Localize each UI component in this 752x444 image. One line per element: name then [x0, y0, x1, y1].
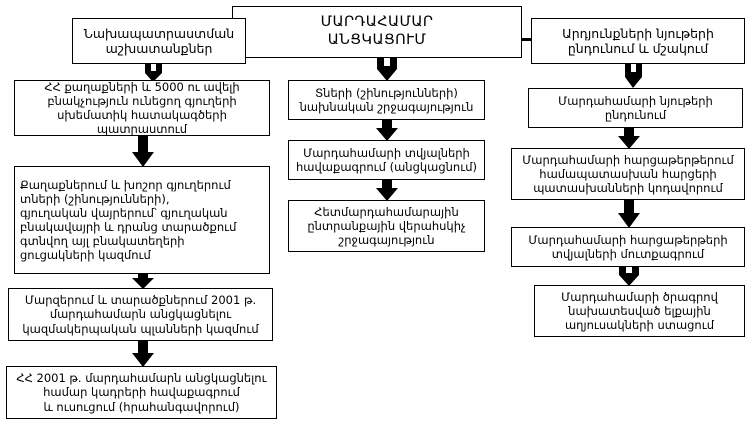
output-tables-line-1: Մարդահամարի ծրագրով [561, 289, 718, 304]
sketch-plans-line-3: սխեմատիկ հատակագծերի [57, 108, 227, 122]
preparation-works-box: Նախապատրաստման աշխատանքներ [72, 18, 246, 64]
census-data-collection-box: Մարդահամարի տվյալների հավաքագրում (անցկա… [288, 140, 485, 180]
sketch-plans-line-4: պատրաստում [96, 122, 188, 137]
sketch-plans-of-cities-box: ՀՀ քաղաքների և 5000 ու ավելի բնակչությու… [14, 80, 270, 136]
codes-assignment-line-3: պատասխանների կոդավորում [533, 181, 723, 195]
house-lists-line-6: ցուցակների կազմում [20, 248, 151, 263]
selective-check-line-2: ընտրանքային վերահսկիչ [307, 218, 466, 233]
connector-title-to-right-header [518, 28, 534, 52]
arrow-prelim-rounds-to-data-collection [374, 119, 400, 142]
title-line-2: ԱՆՑԿԱՑՈՒՄ [327, 32, 427, 48]
census-processing-title-box: ՄԱՐԴԱՀԱՄԱՐ ԱՆՑԿԱՑՈՒՄ [232, 6, 522, 58]
house-lists-line-5: գտնվող այլ բնակատեղերի [20, 234, 185, 249]
staff-training-line-2: համար կադրերի հավաքագրում [43, 385, 240, 400]
staff-training-line-1: ՀՀ 2001 թ. մարդահամարն անցկացնելու [16, 371, 267, 386]
results-materials-processing-box: Արդյունքների նյութերի ընդունում և մշակու… [531, 18, 745, 64]
org-plans-line-2: մարդահամարն անցկացնելու [49, 307, 232, 322]
output-tables-line-3: աղյուսակների ստացում [564, 318, 715, 332]
arrow-title-to-preliminary-rounds [372, 54, 402, 82]
data-collection-line-2: հավաքագրում (անցկացնում) [296, 160, 477, 174]
selective-check-line-1: Հետմարդահամարային [314, 204, 459, 219]
arrow-house-lists-to-org-plans [130, 272, 156, 290]
arrow-codes-to-data-entry [616, 199, 642, 229]
arrow-data-entry-to-output-tables [614, 266, 644, 287]
selective-check-line-3: շրջագայություն [338, 233, 435, 247]
codes-assignment-line-2: համապատասխան հարցերի [539, 166, 717, 181]
arrow-materials-reception-to-codes [616, 127, 642, 150]
staff-training-line-3: և ուսուցում (հրահանգավորում) [43, 399, 240, 414]
house-lists-line-1: Քաղաքներում և խոշոր գյուղերում [20, 177, 231, 192]
sketch-plans-line-2: բնակչություն ունեցող գյուղերի [47, 93, 237, 108]
org-plans-line-1: Մարզերում և տարածքներում 2001 թ. [24, 293, 257, 308]
house-lists-line-4: բնակավայրի և դրանց տարածքում [20, 220, 237, 234]
title-line-1: ՄԱՐԴԱՀԱՄԱՐ [320, 14, 434, 31]
staff-recruitment-training-box: ՀՀ 2001 թ. մարդահամարն անցկացնելու համար… [6, 366, 277, 419]
materials-reception-line-2: ընդունում [604, 108, 667, 122]
house-lists-line-3: գյուղական վայրերում՝ գյուղական [20, 205, 228, 220]
census-program-output-tables-box: Մարդահամարի ծրագրով նախատեսված ելքային ա… [534, 285, 745, 337]
preparation-works-line-2: աշխատանքներ [105, 41, 213, 56]
output-tables-line-2: նախատեսված ելքային [568, 303, 711, 318]
arrow-right-header-to-materials-reception [620, 62, 646, 90]
results-processing-line-1: Արդյունքների նյութերի [562, 25, 714, 41]
post-census-selective-check-box: Հետմարդահամարային ընտրանքային վերահսկիչ … [288, 200, 485, 252]
preparation-works-line-1: Նախապատրաստման [83, 25, 235, 41]
materials-reception-line-1: Մարդահամարի նյութերի [558, 93, 713, 108]
data-entry-line-2: տվյալների մուտքագրում [551, 247, 705, 261]
results-processing-line-2: ընդունում և մշակում [567, 41, 709, 56]
prelim-rounds-line-1: Տների (շինությունների) [315, 85, 458, 100]
questionnaire-codes-assignment-box: Մարդահամարի հարցաթերթերում համապատասխան … [511, 148, 745, 200]
census-materials-reception-box: Մարդահամարի նյութերի ընդունում [528, 88, 743, 128]
house-lists-compilation-box: Քաղաքներում և խոշոր գյուղերում տների (շի… [14, 166, 270, 274]
preliminary-building-rounds-box: Տների (շինությունների) նախնական շրջագայո… [288, 80, 485, 120]
prelim-rounds-line-2: նախնական շրջագայություն [299, 100, 474, 114]
codes-assignment-line-1: Մարդահամարի հարցաթերթերում [522, 152, 734, 167]
sketch-plans-line-1: ՀՀ քաղաքների և 5000 ու ավելի [44, 79, 240, 94]
house-lists-line-2: տների (շինությունների), [20, 191, 170, 206]
org-plans-line-3: կազմակերպական պլանների կազմում [22, 321, 259, 336]
data-entry-line-1: Մարդահամարի հարցաթերթերի [528, 232, 728, 247]
arrow-sketch-plans-to-house-lists [130, 134, 156, 168]
arrow-org-plans-to-staff-training [130, 339, 156, 368]
questionnaire-data-entry-box: Մարդահամարի հարցաթերթերի տվյալների մուտք… [511, 227, 745, 267]
data-collection-line-1: Մարդահամարի տվյալների [303, 145, 470, 160]
arrow-data-collection-to-selective-check [374, 179, 400, 202]
arrow-left-header-to-sketch-plans [140, 62, 166, 82]
organizational-plans-2001-box: Մարզերում և տարածքներում 2001 թ. մարդահա… [8, 288, 273, 341]
